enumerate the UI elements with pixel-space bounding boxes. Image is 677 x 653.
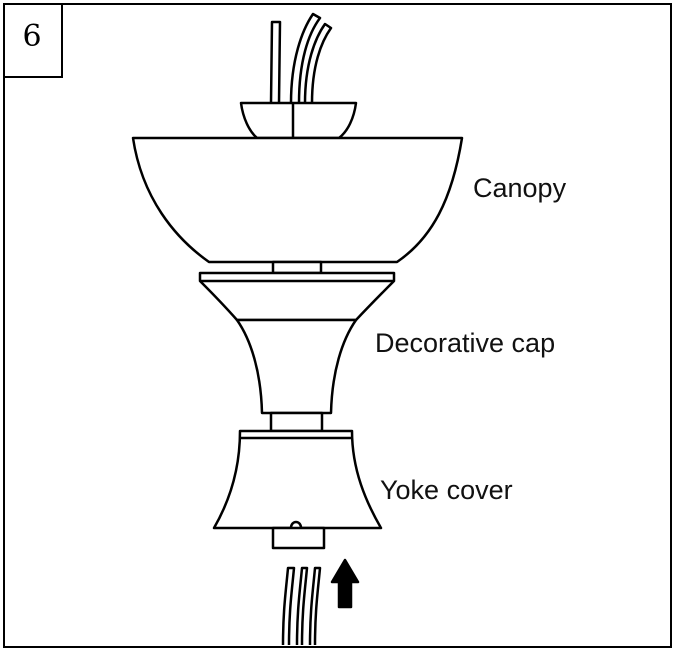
yoke-cover [212,429,383,530]
decorative-cap [198,271,396,415]
diagram-frame [3,3,672,648]
step-number: 6 [22,19,42,54]
step-box: 6 [3,3,63,78]
canopy-label: Canopy [473,173,567,203]
bottom-wires [281,566,322,646]
canopy [131,136,464,264]
downrod-upper [271,260,323,275]
decorative-cap-label: Decorative cap [375,328,556,358]
motor-collar [271,526,326,550]
downrod-lower [269,411,324,433]
top-wires [269,12,333,104]
up-arrow-icon [330,558,360,609]
hanger-bracket [239,101,358,140]
yoke-screw [289,520,303,529]
yoke-cover-label: Yoke cover [380,475,513,505]
